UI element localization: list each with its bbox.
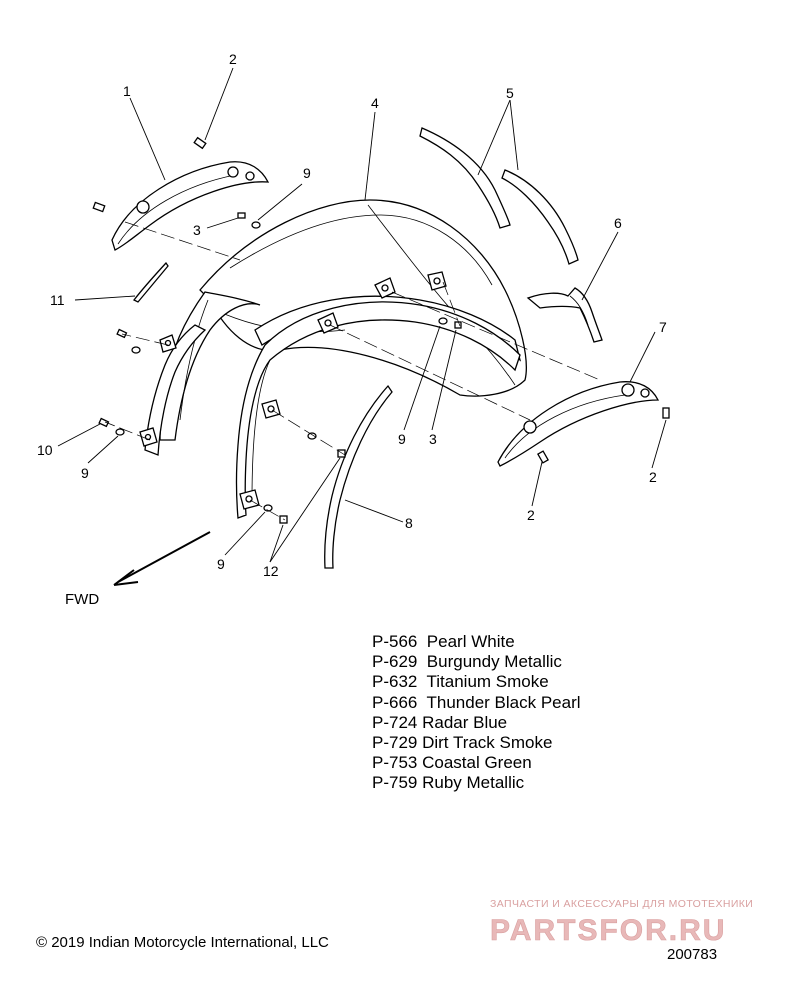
rim-trim-strip [324, 384, 393, 569]
callout-5: 5 [506, 85, 514, 101]
paint-code-item: P-724 Radar Blue [372, 712, 508, 732]
callout-2: 2 [229, 51, 237, 67]
forward-arrow [113, 531, 211, 586]
left-fender-rail [111, 161, 270, 251]
callout-12: 12 [263, 563, 279, 579]
callout-6: 6 [614, 215, 622, 231]
hardware [92, 136, 670, 524]
callout-9: 9 [217, 556, 225, 572]
assembly-lines [104, 221, 601, 521]
callout-11: 11 [50, 292, 65, 308]
watermark-tagline: ЗАПЧАСТИ И АКСЕССУАРЫ ДЛЯ МОТОТЕХНИКИ [490, 898, 754, 910]
callout-7: 7 [659, 319, 667, 335]
callout-2: 2 [649, 469, 657, 485]
leader-lines [57, 67, 667, 563]
diagram-number: 200783 [667, 946, 718, 963]
callout-9: 9 [303, 165, 311, 181]
copyright-notice: © 2019 Indian Motorcycle International, … [36, 934, 329, 951]
fwd-label: FWD [65, 591, 99, 608]
callout-8: 8 [405, 515, 413, 531]
paint-code-item: P-629 Burgundy Metallic [372, 652, 562, 672]
paint-code-item: P-632 Titanium Smoke [372, 672, 549, 692]
callout-numbers: 1 2 4 5 6 7 9 3 11 10 9 9 3 2 2 8 9 12 F… [37, 51, 667, 608]
callout-3: 3 [429, 431, 437, 447]
callout-2: 2 [527, 507, 535, 523]
callout-1: 1 [123, 83, 131, 99]
paint-code-item: P-566 Pearl White [372, 632, 515, 651]
callout-9: 9 [398, 431, 406, 447]
watermark-logo-text: PARTSFOR.RU [490, 914, 726, 946]
paint-code-item: P-753 Coastal Green [372, 753, 532, 773]
rear-fender-body [159, 199, 527, 519]
watermark-logo: PARTSFOR.RU [490, 914, 726, 946]
bracket [526, 287, 603, 343]
small-trim [133, 261, 169, 303]
paint-code-item: P-759 Ruby Metallic [372, 773, 525, 793]
left-side-panel [139, 324, 207, 456]
callout-9: 9 [81, 465, 89, 481]
paint-code-item: P-729 Dirt Track Smoke [372, 733, 553, 753]
callout-4: 4 [371, 95, 379, 111]
right-fender-rail [497, 381, 660, 467]
paint-code-item: P-666 Thunder Black Pearl [372, 692, 581, 712]
trim-strips [419, 127, 579, 265]
callout-10: 10 [37, 442, 53, 458]
callout-3: 3 [193, 222, 201, 238]
paint-code-list: P-566 Pearl White P-629 Burgundy Metalli… [372, 632, 581, 794]
